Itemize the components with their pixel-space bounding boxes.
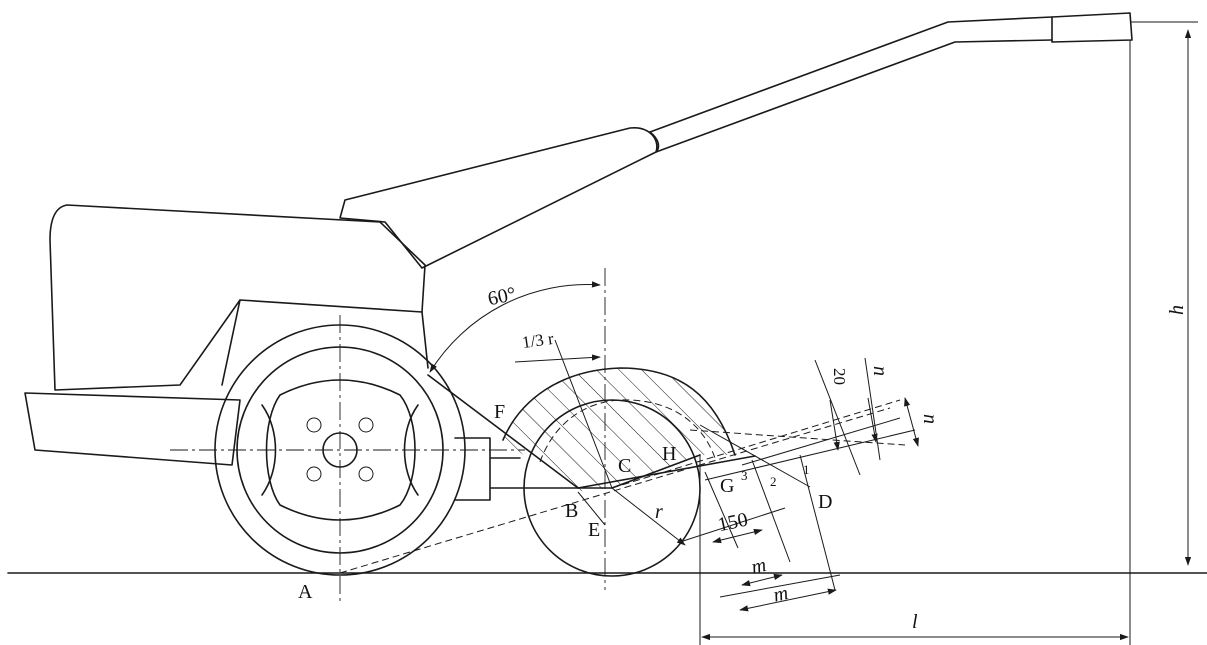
label-third-r: 1/3 r	[521, 329, 555, 352]
front-fender	[24, 392, 241, 466]
label-m-outer: m	[771, 582, 790, 607]
dimension-arrows	[429, 29, 1192, 641]
label-E: E	[588, 519, 600, 541]
label-F: F	[494, 401, 505, 423]
label-150: 150	[716, 509, 750, 537]
label-C: C	[618, 455, 631, 477]
label-n-right: n	[919, 414, 941, 424]
label-h: h	[1166, 305, 1188, 315]
construction-lines	[339, 21, 1198, 645]
label-B: B	[565, 500, 578, 522]
label-m-inner: m	[749, 554, 768, 579]
label-angle-60: 60°	[486, 283, 518, 310]
label-A: A	[298, 581, 313, 603]
label-l: l	[912, 611, 918, 633]
label-position-2: 2	[770, 474, 777, 489]
label-20: 20	[830, 368, 849, 385]
label-G: G	[720, 475, 734, 497]
label-D: D	[818, 491, 832, 513]
label-r: r	[655, 501, 663, 523]
label-n-upper: n	[869, 366, 891, 376]
label-H: H	[662, 443, 676, 465]
label-position-3: 3	[741, 468, 748, 483]
handlebar	[649, 12, 1133, 153]
engine-housing	[49, 127, 658, 391]
label-position-1: 1	[803, 462, 810, 477]
axle-frame	[454, 437, 579, 501]
